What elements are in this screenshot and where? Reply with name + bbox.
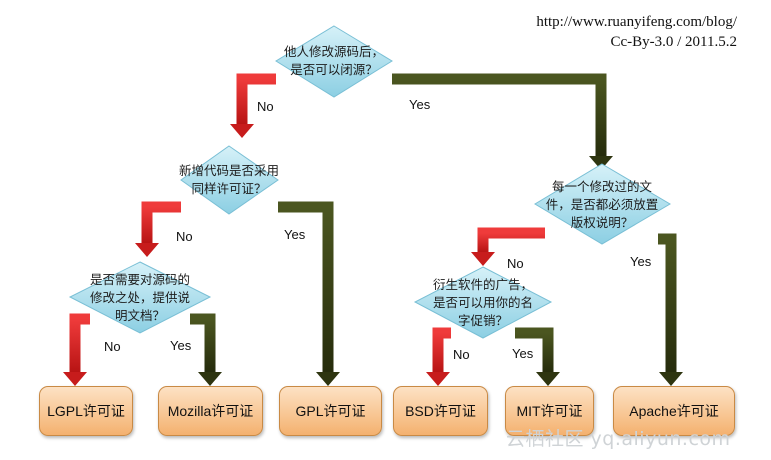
arrow-q2-no	[135, 201, 181, 257]
decision-q2-text: 新增代码是否采用 同样许可证？	[178, 163, 279, 196]
decision-q1-text: 他人修改源码后， 是否可以闭源？	[283, 44, 384, 77]
edge-label-q2-no: No	[176, 229, 193, 244]
edge-label-q1-no: No	[257, 99, 274, 114]
decision-diamond-q4	[68, 261, 212, 334]
arrow-q4-yes	[190, 313, 222, 386]
arrow-q5-yes	[515, 327, 560, 386]
arrow-q5-no	[426, 327, 451, 386]
license-label-apache: Apache许可证	[629, 403, 719, 419]
license-box-apache: Apache许可证	[613, 386, 735, 436]
credit-license: Cc-By-3.0 / 2011.5.2	[610, 34, 737, 50]
license-box-mit: MIT许可证	[505, 386, 594, 436]
decision-diamond-q3	[534, 163, 671, 245]
license-label-mozilla: Mozilla许可证	[167, 403, 254, 419]
credit-url: http://www.ruanyifeng.com/blog/	[536, 14, 737, 30]
edge-label-q4-yes: Yes	[170, 338, 192, 353]
arrow-q2-yes	[278, 201, 340, 386]
edge-label-q3-yes: Yes	[630, 254, 652, 269]
arrow-q3-yes	[658, 233, 683, 386]
license-box-mozilla: Mozilla许可证	[158, 386, 263, 436]
license-box-lgpl: LGPL许可证	[39, 386, 133, 436]
arrow-q1-yes	[392, 73, 613, 170]
edge-label-q4-no: No	[104, 339, 121, 354]
decision-q4-text: 是否需要对源码的 修改之处，提供说 明文档？	[89, 272, 190, 323]
decision-diamond-q1	[275, 25, 393, 98]
edge-label-q2-yes: Yes	[284, 227, 306, 242]
license-label-lgpl: LGPL许可证	[47, 403, 125, 419]
license-label-bsd: BSD许可证	[405, 403, 476, 419]
license-label-mit: MIT许可证	[516, 403, 583, 419]
decision-diamond-q2	[180, 145, 279, 215]
arrow-q1-no	[230, 73, 276, 138]
license-box-bsd: BSD许可证	[393, 386, 488, 436]
decision-q5-text: 衍生软件的广告， 是否可以用你的名 字促销？	[432, 277, 533, 328]
license-label-gpl: GPL许可证	[295, 403, 366, 419]
edge-label-q5-no: No	[453, 347, 470, 362]
edge-label-q5-yes: Yes	[512, 346, 534, 361]
decision-diamond-q5	[413, 266, 553, 339]
arrow-q4-no	[63, 313, 90, 386]
edge-label-q3-no: No	[507, 256, 524, 271]
edge-label-q1-yes: Yes	[409, 97, 431, 112]
watermark: 云栖社区 yq.aliyun.com	[506, 428, 731, 450]
arrow-q3-no	[471, 227, 545, 266]
decision-q3-text: 每一个修改过的文 件，是否都必须放置 版权说明？	[545, 179, 659, 230]
license-box-gpl: GPL许可证	[279, 386, 382, 436]
